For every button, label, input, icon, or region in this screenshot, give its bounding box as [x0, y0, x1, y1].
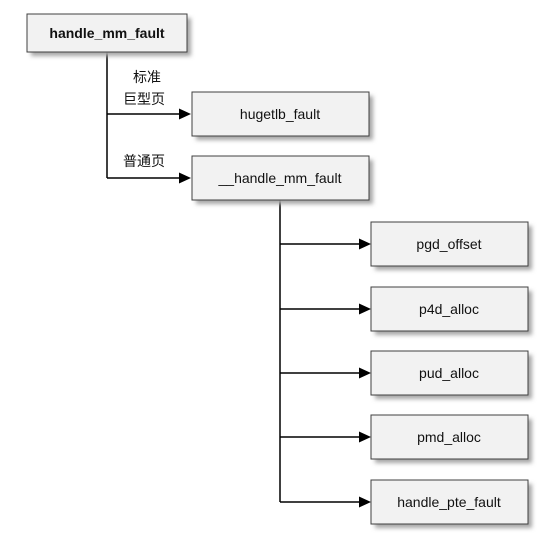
- node-label-handle-mm-fault-inner: __handle_mm_fault: [218, 170, 342, 186]
- node-label-pud-alloc: pud_alloc: [419, 365, 479, 381]
- node-handle-pte-fault: handle_pte_fault: [370, 479, 532, 528]
- arrowhead-pmd-alloc: [359, 431, 371, 443]
- node-label-pgd-offset: pgd_offset: [416, 236, 481, 252]
- edge-label-standard: 标准: [133, 70, 161, 86]
- arrowhead-pgd-offset: [359, 238, 371, 250]
- node-p4d-alloc: p4d_alloc: [370, 286, 532, 335]
- edge-label-huge-page: 巨型页: [123, 92, 165, 108]
- node-pud-alloc: pud_alloc: [370, 350, 532, 399]
- node-label-pmd-alloc: pmd_alloc: [417, 429, 481, 445]
- node-hugetlb-fault: hugetlb_fault: [191, 91, 373, 140]
- arrowhead-hugetlb-fault: [179, 108, 191, 120]
- node-handle-mm-fault-inner: __handle_mm_fault: [191, 155, 373, 204]
- connectors: [106, 50, 371, 508]
- node-label-p4d-alloc: p4d_alloc: [419, 301, 479, 317]
- edge-label-normal-page: 普通页: [123, 154, 165, 170]
- node-pmd-alloc: pmd_alloc: [370, 414, 532, 463]
- node-handle-mm-fault: handle_mm_fault: [26, 13, 191, 56]
- arrowhead-handle-pte-fault: [359, 496, 371, 508]
- arrowhead-handle-mm-fault-inner: [179, 172, 191, 184]
- arrowhead-p4d-alloc: [359, 303, 371, 315]
- node-pgd-offset: pgd_offset: [370, 221, 532, 270]
- node-label-handle-pte-fault: handle_pte_fault: [397, 494, 501, 510]
- node-label-handle-mm-fault: handle_mm_fault: [49, 25, 164, 41]
- arrowhead-pud-alloc: [359, 367, 371, 379]
- node-label-hugetlb-fault: hugetlb_fault: [240, 106, 320, 122]
